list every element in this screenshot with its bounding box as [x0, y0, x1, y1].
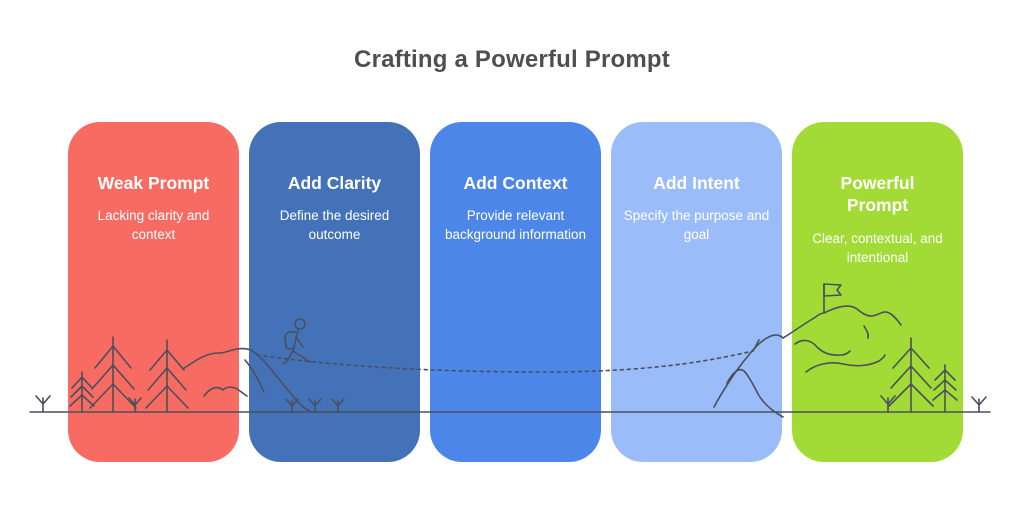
stage-card-weak-prompt: Weak Prompt Lacking clarity and context [68, 122, 239, 462]
stage-description: Define the desired outcome [279, 208, 390, 243]
stage-card-add-context: Add Context Provide relevant background … [430, 122, 601, 462]
stage-description: Clear, contextual, and intentional [812, 230, 943, 265]
stage-description: Specify the purpose and goal [623, 208, 770, 243]
stage-title: Add Intent [653, 173, 740, 193]
stage-card-powerful-prompt: Powerful Prompt Clear, contextual, and i… [792, 122, 963, 462]
stage-title: Powerful Prompt [840, 173, 915, 216]
stage-title: Weak Prompt [97, 173, 210, 193]
stage-cards-row: Weak Prompt Lacking clarity and context … [68, 122, 963, 462]
stage-description: Lacking clarity and context [97, 208, 210, 243]
stage-title: Add Context [463, 173, 568, 193]
stage-title: Add Clarity [287, 173, 382, 193]
stage-card-add-intent: Add Intent Specify the purpose and goal [611, 122, 782, 462]
stage-description: Provide relevant background information [444, 208, 587, 243]
stage-card-add-clarity: Add Clarity Define the desired outcome [249, 122, 420, 462]
page-title: Crafting a Powerful Prompt [354, 46, 670, 73]
